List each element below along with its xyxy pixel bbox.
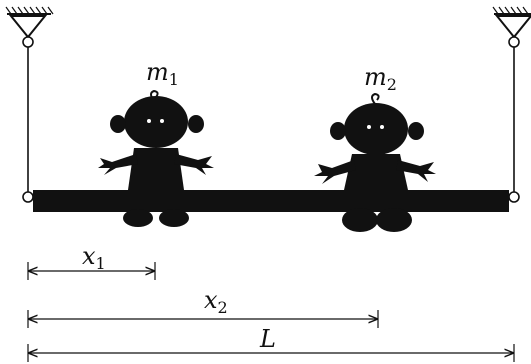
baby-figure-2	[314, 92, 436, 232]
label-x1: x1	[82, 242, 106, 273]
dimension-L: L	[27, 325, 515, 362]
beam	[33, 190, 509, 212]
left-support	[5, 6, 54, 203]
label-m1: m1	[146, 58, 179, 89]
label-m2: m2	[364, 63, 397, 94]
dimension-x1: x1	[27, 242, 156, 280]
right-support	[492, 6, 531, 203]
label-x2: x2	[204, 286, 228, 317]
label-L: L	[259, 325, 276, 353]
dimension-x2: x2	[27, 286, 379, 328]
baby-figure-1	[98, 89, 214, 227]
